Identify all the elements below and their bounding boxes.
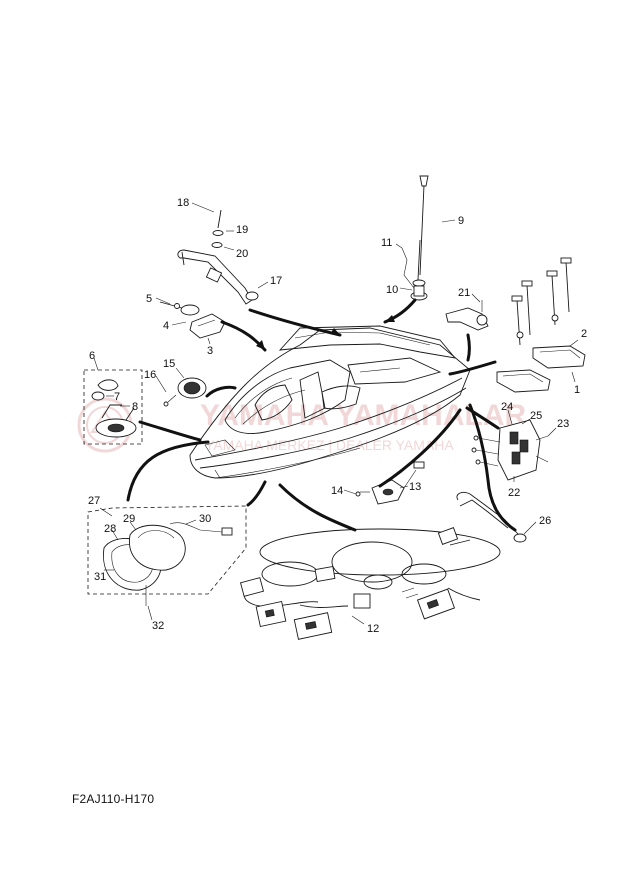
watermark: YAMAHA YAMAHALAR YAMAHA MERKEZ | DEALER … [77,397,526,453]
part-1-vent-cover [496,369,551,393]
leader-arrows [126,298,517,532]
detail-box-6 [83,369,143,445]
boat-hull [189,325,471,479]
part-9-antenna [412,175,429,287]
part-2-vent-cover [532,345,586,369]
label-24: 24 [501,401,513,413]
part-12-wire-harness [239,527,501,640]
label-5: 5 [146,293,152,305]
part-26-cable [456,491,527,543]
label-9: 9 [458,215,464,227]
part-21-bracket [445,300,489,331]
callout-lines [93,202,579,625]
label-31: 31 [94,571,106,583]
part-30-gauge-cable [169,522,233,536]
diagram-code: F2AJ110-H170 [72,792,155,806]
label-13: 13 [409,481,421,493]
label-27: 27 [88,495,100,507]
part-10-antenna-base [410,285,428,301]
watermark-line1: YAMAHA YAMAHALAR [200,399,526,432]
label-2: 2 [581,328,587,340]
label-19: 19 [236,224,248,236]
label-12: 12 [367,623,379,635]
detail-box-27 [87,505,247,595]
label-1: 1 [574,384,580,396]
label-17: 17 [270,275,282,287]
label-22: 22 [508,487,520,499]
label-8: 8 [132,401,138,413]
part-22-switch-panel [471,419,549,481]
label-4: 4 [163,320,169,332]
label-15: 15 [163,358,175,370]
label-18: 18 [177,197,189,209]
vent-bolts [511,257,572,346]
label-10: 10 [386,284,398,296]
label-28: 28 [104,523,116,535]
part-labels: 1 2 3 4 5 6 7 8 9 10 11 12 13 14 15 16 1… [88,197,587,635]
label-14: 14 [331,485,343,497]
label-6: 6 [89,350,95,362]
label-26: 26 [539,515,551,527]
label-11: 11 [381,237,392,249]
part-17-handrail [177,209,259,305]
part-11-cable [401,247,415,289]
part-7-cap [91,379,119,401]
label-25: 25 [530,410,542,422]
label-29: 29 [123,513,135,525]
label-32: 32 [152,620,164,632]
label-7: 7 [114,391,120,403]
label-21: 21 [458,287,470,299]
part-8-filler [95,404,137,438]
label-3: 3 [207,345,213,357]
label-20: 20 [236,248,248,260]
watermark-line2: YAMAHA MERKEZ | DEALER YAMAHA [205,437,454,453]
part-15-horn [163,377,207,407]
part-3-cleat [159,301,226,339]
label-23: 23 [557,418,569,430]
label-30: 30 [199,513,211,525]
part-29-gauge [129,524,186,571]
label-16: 16 [144,369,156,381]
